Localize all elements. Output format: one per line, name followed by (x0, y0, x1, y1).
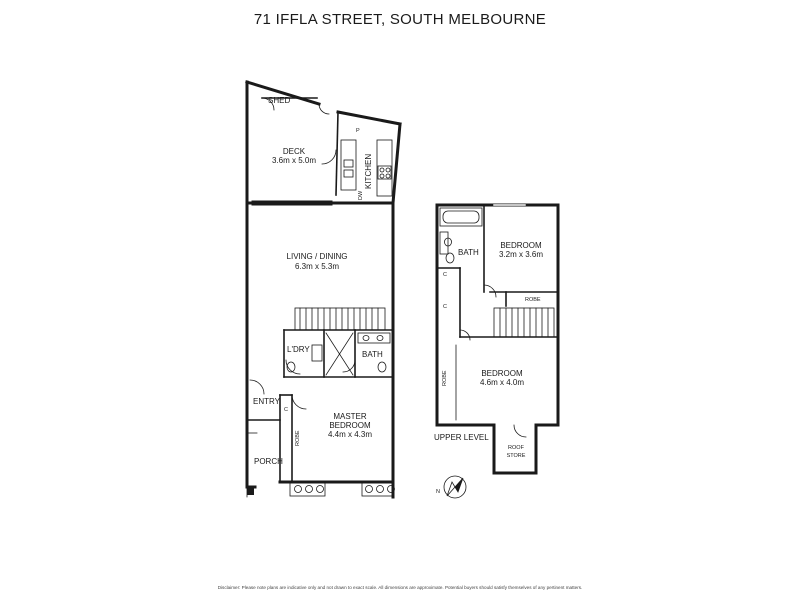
robe-upper-label: ROBE (525, 297, 541, 303)
robe-master-label: ROBE (295, 430, 301, 446)
porch-post (247, 487, 254, 495)
upper-fittings (439, 204, 555, 438)
kitchen-fittings (340, 139, 393, 197)
plan-title: 71 IFFLA STREET, SOUTH MELBOURNE (253, 11, 547, 28)
master-size: 4.4m x 4.3m (328, 430, 372, 439)
deck-size: 3.6m x 5.0m (272, 156, 316, 165)
bath-upper-label: BATH (458, 248, 479, 257)
upper-floor-walls (435, 203, 560, 475)
disclaimer: Disclaimer: Please note plans are indica… (217, 585, 583, 590)
porch-outline (246, 432, 258, 498)
roof-store-label-2: STORE (507, 453, 526, 459)
bedroom3-label: BEDROOM (481, 369, 523, 378)
roof-store-label-1: ROOF (508, 445, 525, 451)
kitchen-label: KITCHEN (364, 154, 373, 189)
bedroom2-size: 3.2m x 3.6m (499, 250, 543, 259)
wet-area-fittings (286, 332, 391, 376)
cupboard-upper-1: C (443, 272, 447, 278)
living-label: LIVING / DINING (287, 252, 348, 261)
upper-level-label: UPPER LEVEL (434, 433, 489, 442)
cupboard-entry-label: C (284, 407, 288, 413)
compass (443, 475, 467, 499)
deck-sliding-door (251, 200, 333, 206)
shed-label: SHED (268, 96, 290, 105)
pantry-label: P (356, 128, 360, 134)
master-label-2: BEDROOM (329, 421, 371, 430)
bedroom3-size: 4.6m x 4.0m (480, 378, 524, 387)
master-label-1: MASTER (333, 412, 367, 421)
cupboard-upper-2: C (443, 304, 447, 310)
laundry-label: L'DRY (287, 345, 310, 354)
bedroom2-label: BEDROOM (500, 241, 542, 250)
living-size: 6.3m x 5.3m (295, 262, 339, 271)
entry-label: ENTRY (253, 397, 281, 406)
dishwasher-label: DW (358, 190, 364, 200)
bath-ground-label: BATH (362, 350, 383, 359)
deck-label: DECK (283, 147, 306, 156)
porch-label: PORCH (254, 457, 283, 466)
master-windows (289, 481, 395, 497)
ground-stairs (294, 307, 386, 331)
compass-north-label: N (436, 489, 440, 495)
door-swings-ground (249, 97, 356, 410)
robe-upper-side-label: ROBE (442, 370, 448, 386)
upper-floor-internal-walls (436, 204, 559, 338)
